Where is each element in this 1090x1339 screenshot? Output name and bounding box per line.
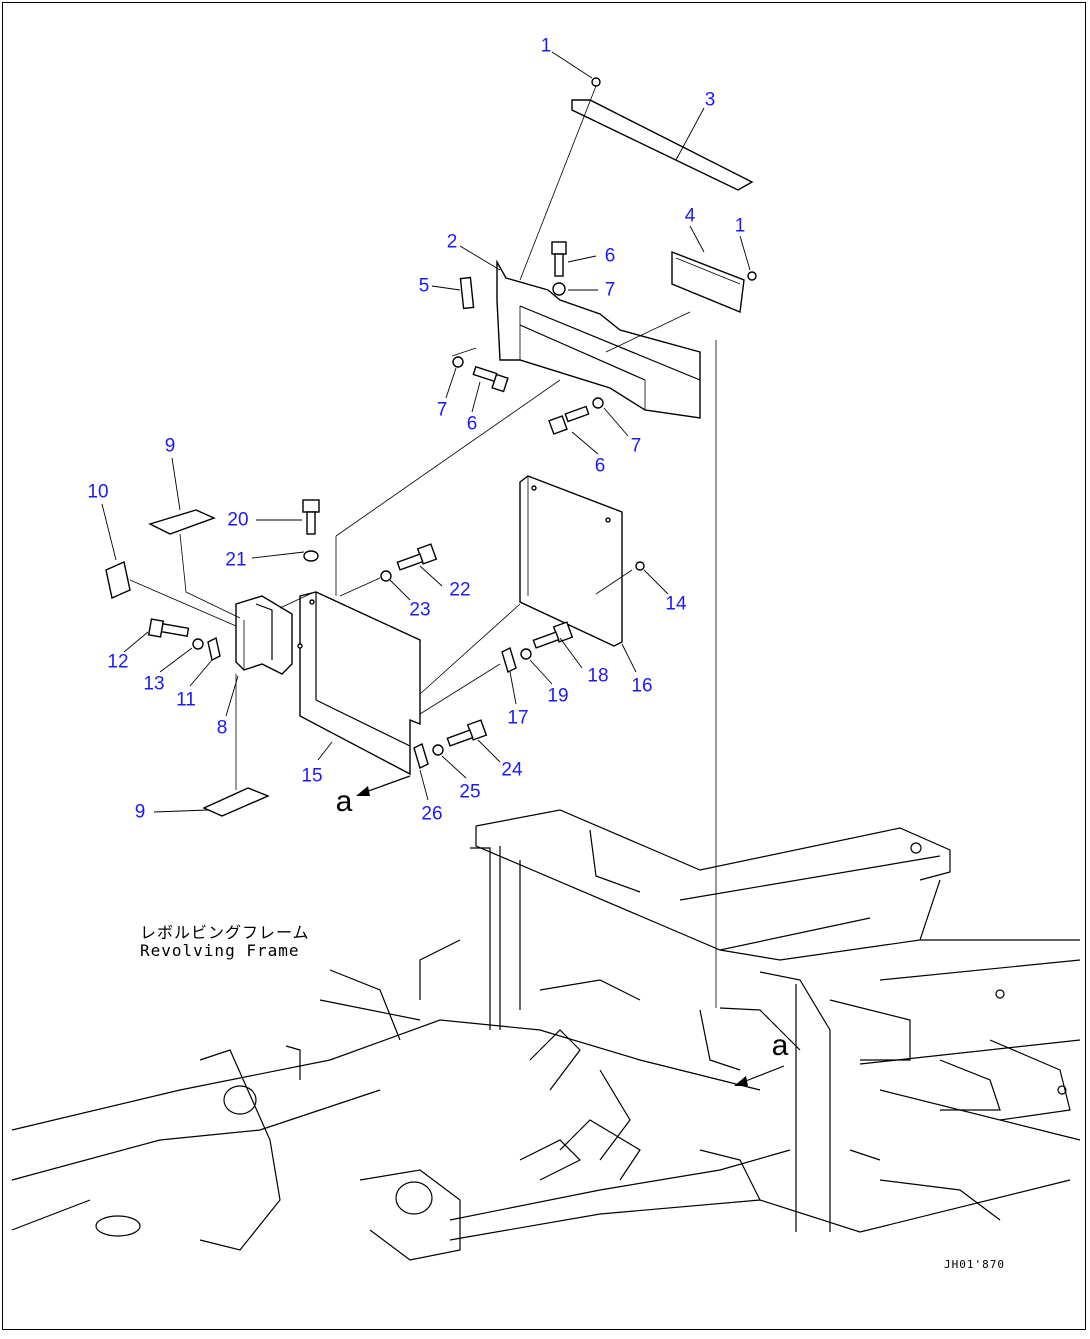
assembly-guide-lines bbox=[129, 85, 717, 1008]
callout-25: 25 bbox=[459, 781, 481, 803]
callout-5: 5 bbox=[418, 275, 430, 297]
part-24-bolt bbox=[446, 719, 488, 747]
callout-12: 12 bbox=[107, 651, 129, 673]
callout-7-top: 7 bbox=[604, 279, 616, 301]
view-arrow-a-upper bbox=[356, 775, 411, 796]
part-8-bracket bbox=[235, 595, 293, 675]
callout-15: 15 bbox=[301, 765, 323, 787]
callout-13: 13 bbox=[143, 673, 165, 695]
part-6-bolt-c bbox=[548, 405, 590, 435]
callout-23: 23 bbox=[409, 599, 431, 621]
part-14-cap bbox=[635, 561, 645, 571]
revolving-frame-drawing bbox=[11, 809, 1081, 1261]
part-17-clip bbox=[501, 647, 517, 673]
callout-3: 3 bbox=[704, 89, 716, 111]
leader-lines bbox=[101, 51, 751, 813]
part-13-washer bbox=[192, 638, 204, 650]
part-1-nut-b bbox=[747, 271, 757, 281]
part-10-clip bbox=[105, 561, 131, 599]
callout-9-bottom: 9 bbox=[134, 801, 146, 823]
part-9-pad-a bbox=[148, 509, 216, 535]
callout-6-top: 6 bbox=[604, 245, 616, 267]
part-7-washer-a bbox=[552, 282, 566, 296]
part-7-washer-b bbox=[452, 356, 464, 368]
part-11-clip bbox=[207, 636, 221, 662]
callout-4: 4 bbox=[684, 205, 696, 227]
part-1-nut-a bbox=[591, 77, 601, 87]
part-5-spacer bbox=[459, 276, 475, 310]
callout-8: 8 bbox=[216, 717, 228, 739]
part-7-washer-c bbox=[592, 397, 604, 409]
part-2-bracket bbox=[496, 259, 701, 419]
drawing-id: JH01'870 bbox=[944, 1258, 1005, 1271]
callout-6-bottom: 6 bbox=[594, 455, 606, 477]
callout-19: 19 bbox=[547, 685, 569, 707]
callout-7-left: 7 bbox=[436, 399, 448, 421]
callout-21: 21 bbox=[225, 549, 247, 571]
view-letter-a-lower: a bbox=[771, 1029, 789, 1062]
callout-2: 2 bbox=[446, 231, 458, 253]
part-12-bolt bbox=[147, 618, 190, 638]
callout-16: 16 bbox=[631, 675, 653, 697]
callout-1-right: 1 bbox=[734, 215, 746, 237]
frame-label-en: Revolving Frame bbox=[140, 941, 300, 961]
part-6-bolt-b bbox=[472, 365, 509, 393]
part-25-washer bbox=[432, 744, 444, 756]
callout-9-top: 9 bbox=[164, 435, 176, 457]
view-arrow-a-lower bbox=[734, 1065, 785, 1086]
callout-1-top: 1 bbox=[540, 35, 552, 57]
callout-18: 18 bbox=[587, 665, 609, 687]
part-21-washer bbox=[303, 550, 319, 562]
part-9-pad-b bbox=[202, 787, 270, 817]
part-3-strip bbox=[571, 99, 754, 191]
part-18-bolt bbox=[532, 621, 574, 649]
part-23-washer bbox=[380, 570, 392, 582]
view-letter-a-upper: a bbox=[335, 785, 353, 818]
part-19-washer bbox=[520, 648, 532, 660]
part-15-panel bbox=[297, 591, 421, 776]
callout-11: 11 bbox=[176, 689, 196, 711]
callout-6-left: 6 bbox=[466, 413, 478, 435]
frame-label: レボルビングフレーム Revolving Frame bbox=[140, 923, 310, 961]
callout-10: 10 bbox=[87, 481, 109, 503]
part-4-plate bbox=[671, 250, 745, 313]
part-26-clip bbox=[413, 743, 429, 769]
part-16-cover bbox=[519, 475, 623, 647]
callout-20: 20 bbox=[227, 509, 249, 531]
part-6-bolt-a bbox=[551, 241, 567, 277]
callout-17: 17 bbox=[507, 707, 529, 729]
callout-24: 24 bbox=[501, 759, 523, 781]
callout-14: 14 bbox=[665, 593, 687, 615]
callout-22: 22 bbox=[449, 579, 471, 601]
part-22-bolt bbox=[396, 543, 438, 571]
callout-26: 26 bbox=[421, 803, 443, 825]
callout-7-bottom: 7 bbox=[630, 435, 642, 457]
part-20-bolt bbox=[302, 499, 320, 535]
frame-label-jp: レボルビングフレーム bbox=[140, 923, 310, 942]
